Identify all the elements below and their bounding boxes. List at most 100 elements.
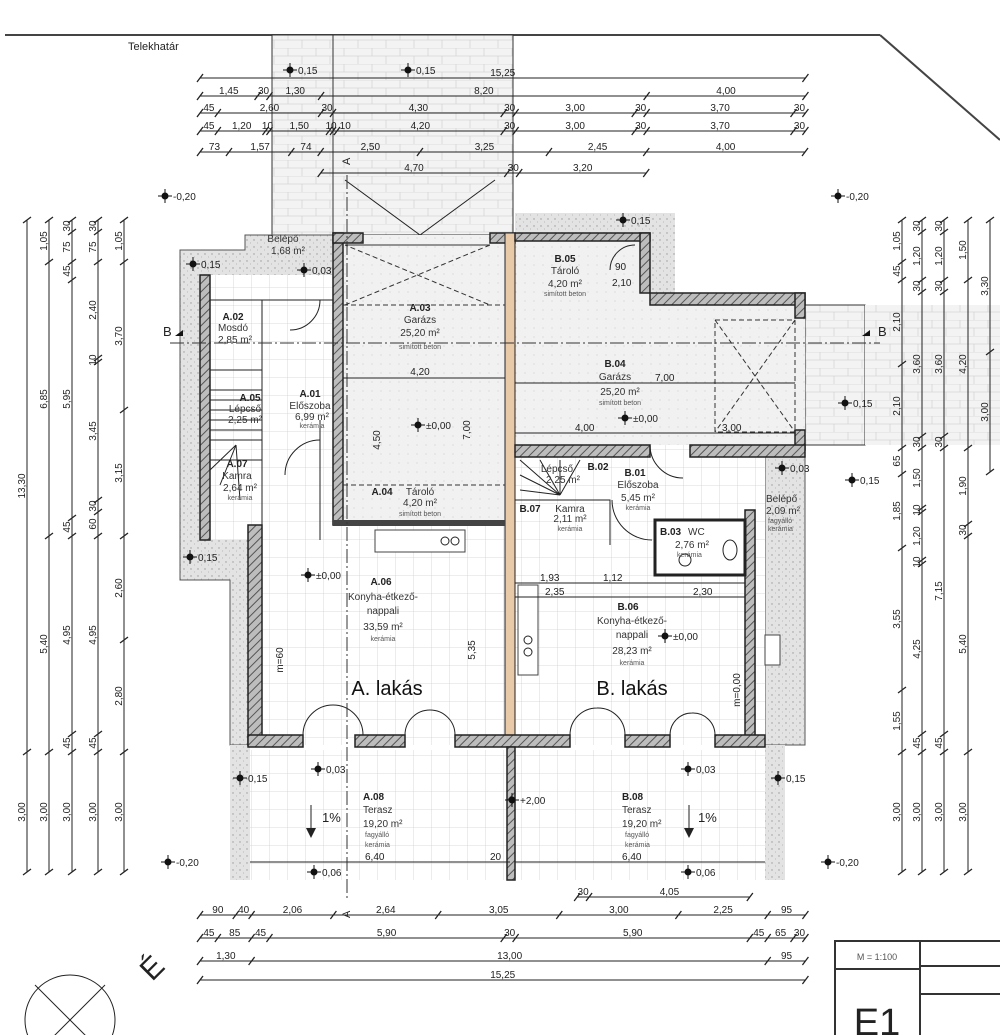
room-b-entry: Belépő 2,09 m² fagyálló kerámia <box>766 494 801 533</box>
dimension-tick <box>897 748 907 756</box>
svg-text:kerámia: kerámia <box>371 636 396 643</box>
dimension-tick <box>67 228 77 236</box>
dimension-tick <box>434 910 442 920</box>
dimension-tick <box>897 470 907 478</box>
pavement-right <box>764 444 806 746</box>
dimension-tick <box>939 444 949 452</box>
dimension-tick <box>67 532 77 540</box>
svg-text:fagyálló: fagyálló <box>768 518 792 525</box>
svg-text:A.01: A.01 <box>299 389 321 400</box>
pavement-top <box>515 213 650 233</box>
svg-text:2,64 m²: 2,64 m² <box>223 483 258 494</box>
svg-text:1%: 1% <box>698 810 717 825</box>
level-marker-aentry: 0,15 <box>186 257 221 271</box>
dimension-tick <box>119 258 129 266</box>
dimension-tick <box>22 216 32 224</box>
svg-text:kerámia: kerámia <box>228 495 253 502</box>
dimension-tick <box>512 126 520 136</box>
svg-text:B.06: B.06 <box>617 602 639 613</box>
level-value: 0,15 <box>198 553 218 564</box>
dimension-label: 75 <box>88 241 99 253</box>
dimension-tick <box>963 748 973 756</box>
level-marker-ter_r: 0,15 <box>771 771 806 785</box>
svg-text:m=0,00: m=0,00 <box>732 673 743 707</box>
dimension-tick <box>897 360 907 368</box>
dimension-label: 7,15 <box>934 581 945 601</box>
dimension-tick <box>119 868 129 876</box>
dimension-tick <box>515 168 523 178</box>
dimension-tick <box>939 288 949 296</box>
svg-text:4,00: 4,00 <box>575 423 595 434</box>
dimension-tick <box>643 126 651 136</box>
dimension-tick <box>196 73 204 83</box>
driveway-b <box>804 304 866 446</box>
dimension-label: 2,64 <box>376 905 396 916</box>
dimension-label: 4,95 <box>88 625 99 645</box>
dimension-label: 3,70 <box>114 326 125 346</box>
dimension-label: 1,90 <box>958 476 969 496</box>
left-dimension-column: 1,053,703,152,602,803,00 <box>114 216 129 876</box>
dimension-label: 4,05 <box>660 887 680 898</box>
dimension-label: 30 <box>912 220 923 232</box>
dimension-tick <box>917 216 927 224</box>
dimension-label: 1,50 <box>290 121 310 132</box>
dimension-label: 3,30 <box>980 276 991 296</box>
dimension-label: 1,20 <box>934 246 945 266</box>
svg-text:A.04: A.04 <box>371 487 393 498</box>
svg-text:2,30: 2,30 <box>693 587 713 598</box>
garage-a-floor <box>333 235 508 525</box>
room-a02: A.02 Mosdó 2,85 m² <box>218 312 253 346</box>
dimension-label: 3,00 <box>912 802 923 822</box>
dimension-label: 4,20 <box>411 121 431 132</box>
svg-text:4,20: 4,20 <box>410 367 430 378</box>
dimension-tick <box>643 108 651 118</box>
level-marker-b05: 0,15 <box>616 213 651 227</box>
fixtures <box>374 529 781 676</box>
level-value: 0,15 <box>298 66 318 77</box>
svg-text:B.02: B.02 <box>587 462 609 473</box>
svg-text:2,85 m²: 2,85 m² <box>218 335 253 346</box>
level-value: +2,00 <box>520 796 546 807</box>
room-a04: A.04 Tároló 4,20 m² simított beton <box>371 487 441 518</box>
svg-text:kerámia: kerámia <box>677 552 702 559</box>
dimension-tick <box>248 910 256 920</box>
svg-text:25,20 m²: 25,20 m² <box>400 328 440 339</box>
svg-text:5,45 m²: 5,45 m² <box>621 493 656 504</box>
dimension-tick <box>764 910 772 920</box>
dimension-label: 3,00 <box>114 802 125 822</box>
dimension-tick <box>119 216 129 224</box>
dimension-label: 30 <box>504 103 516 114</box>
dimension-label: 10 <box>262 121 274 132</box>
dimension-label: 4,20 <box>958 354 969 374</box>
dimension-label: 40 <box>238 905 250 916</box>
dimension-label: 30 <box>504 928 516 939</box>
svg-text:Tároló: Tároló <box>406 487 435 498</box>
dimension-tick <box>897 544 907 552</box>
svg-text:2,10: 2,10 <box>612 278 632 289</box>
dimension-label: 2,60 <box>114 578 125 598</box>
svg-text:B.04: B.04 <box>604 359 626 370</box>
level-marker-aentry2: 0,03 <box>297 263 332 277</box>
svg-text:WC: WC <box>688 527 705 538</box>
dimension-label: 3,00 <box>17 802 28 822</box>
dimension-tick <box>897 868 907 876</box>
dimension-tick <box>416 147 424 157</box>
dimension-tick <box>801 73 809 83</box>
dimension-label: 3,00 <box>892 802 903 822</box>
dimension-label: 1,57 <box>250 142 270 153</box>
dimension-label: 45 <box>203 103 215 114</box>
svg-text:simított beton: simított beton <box>399 511 441 518</box>
dimension-tick <box>801 956 809 966</box>
dimension-tick <box>265 126 273 136</box>
dimension-label: 2,25 <box>713 905 733 916</box>
svg-text:4,20 m²: 4,20 m² <box>403 498 438 509</box>
svg-text:A.08: A.08 <box>363 792 385 803</box>
dimension-tick <box>917 868 927 876</box>
dimension-label: 45 <box>203 928 215 939</box>
dimension-tick <box>248 956 256 966</box>
dimension-tick <box>93 496 103 504</box>
dimension-tick <box>325 126 333 136</box>
dimension-tick <box>642 168 650 178</box>
svg-text:19,20 m²: 19,20 m² <box>622 819 662 830</box>
